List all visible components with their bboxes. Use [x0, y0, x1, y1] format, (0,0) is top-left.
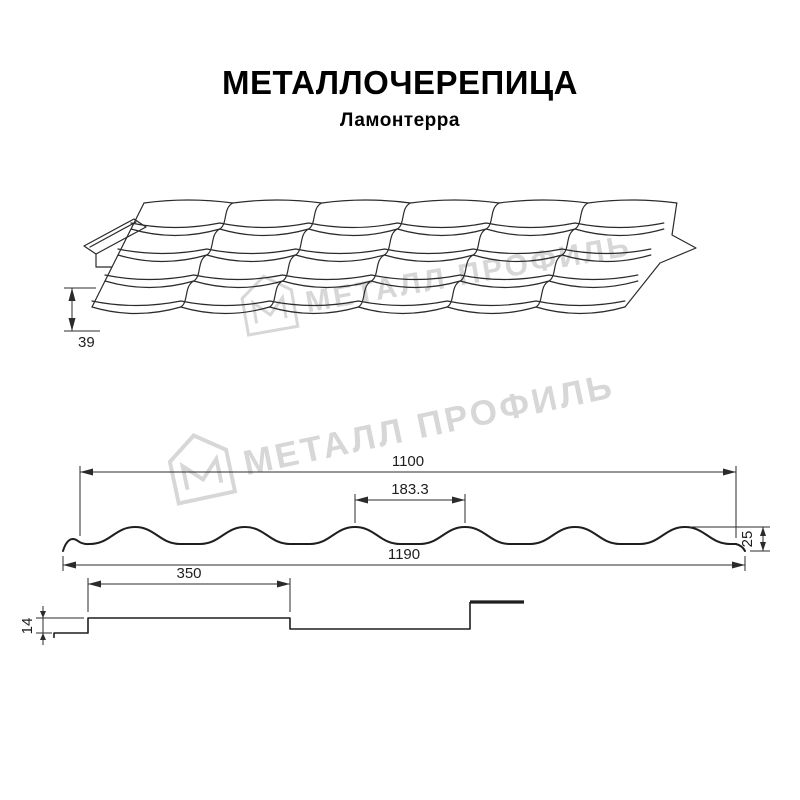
extension-lines — [690, 526, 770, 552]
perspective-view — [83, 199, 697, 315]
dim-label-350: 350 — [176, 565, 201, 582]
extension-lines — [354, 494, 466, 523]
logo-house-shape — [240, 274, 300, 337]
dim-25: 25 — [690, 526, 770, 552]
page-subtitle: Ламонтерра — [340, 110, 460, 131]
profile-curve — [62, 525, 746, 552]
cross-section: 1100 183.3 25 1190 — [62, 453, 770, 571]
ridge-strip — [83, 218, 147, 268]
dim-label-25: 25 — [739, 531, 756, 548]
page-title: МЕТАЛЛОЧЕРЕПИЦА — [222, 64, 578, 101]
step-profile: 350 14 — [19, 565, 524, 645]
metall-profil-logo-icon — [240, 274, 300, 337]
logo-house-shape — [167, 433, 238, 506]
logo-m-mark — [250, 293, 288, 324]
arrow-bottom — [40, 633, 46, 640]
sheet-left-edge — [91, 202, 145, 308]
wave-columns — [180, 202, 589, 308]
watermark-text: МЕТАЛЛ ПРОФИЛЬ — [240, 366, 618, 483]
dim-183: 183.3 — [354, 481, 466, 523]
dim-14: 14 — [19, 606, 84, 645]
dim-39: 39 — [64, 287, 100, 351]
extension-lines — [36, 617, 84, 634]
dim-label-14: 14 — [19, 618, 36, 635]
extension-lines — [79, 466, 737, 538]
metall-profil-logo-icon — [167, 433, 238, 506]
dim-1190: 1190 — [62, 546, 746, 571]
dim-350: 350 — [87, 565, 291, 612]
dim-label-1100: 1100 — [392, 453, 424, 470]
break-edge — [624, 202, 697, 308]
step-curve — [53, 602, 471, 638]
logo-m-mark — [179, 453, 224, 491]
extension-lines — [64, 287, 100, 332]
dim-label-183: 183.3 — [391, 481, 429, 498]
extension-lines — [87, 578, 291, 612]
arrow-top — [40, 611, 46, 618]
dim-1100: 1100 — [79, 453, 737, 538]
dim-label-1190: 1190 — [388, 546, 420, 563]
dim-label-39: 39 — [78, 334, 95, 351]
